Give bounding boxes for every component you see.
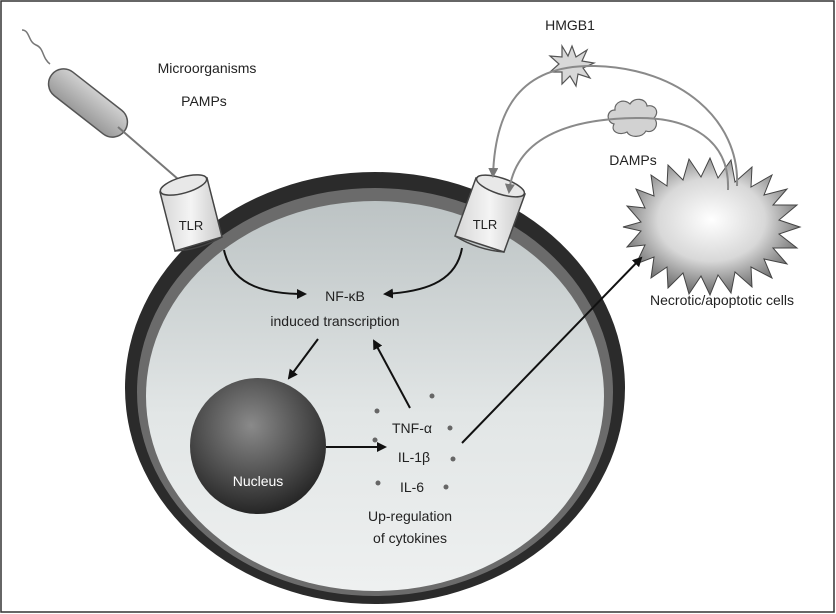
damps-label: DAMPs — [609, 152, 656, 168]
nucleus-label: Nucleus — [233, 473, 284, 489]
tlr-left-receptor — [159, 174, 223, 252]
tlr-right-to-nfkb-arrow — [383, 247, 463, 299]
pamps-label: PAMPs — [181, 93, 227, 109]
damps-arrow — [504, 116, 730, 194]
nfkb-label: NF-κB — [325, 288, 365, 304]
pamp-arrow — [117, 126, 188, 188]
hmgb1-label: HMGB1 — [545, 17, 595, 33]
induced-transcription-label: induced transcription — [270, 313, 399, 329]
tnf-alpha-label: TNF-α — [392, 420, 432, 436]
necrotic-cells-label: Necrotic/apoptotic cells — [650, 292, 794, 308]
tlr-left-label: TLR — [179, 218, 204, 233]
il-6-label: IL-6 — [400, 479, 424, 495]
tlr-right-receptor — [454, 174, 526, 253]
cytokine-particles — [372, 393, 456, 490]
nfkb-to-nucleus-arrow — [287, 338, 319, 380]
il-1-beta-label: IL-1β — [398, 449, 430, 465]
microorganisms-label: Microorganisms — [158, 60, 257, 76]
necrotic-cell-burst-icon — [622, 156, 802, 297]
bacterium-icon — [21, 29, 129, 138]
up-regulation-label: Up-regulation — [368, 508, 452, 524]
hmgb1-arrow — [488, 64, 739, 187]
of-cytokines-label: of cytokines — [373, 530, 447, 546]
hmgb1-icon — [548, 43, 597, 88]
cytokines-to-necrotic-arrow — [461, 256, 643, 444]
nucleus — [190, 378, 326, 514]
tlr-right-label: TLR — [473, 217, 498, 232]
tlr-left-to-nfkb-arrow — [223, 249, 307, 299]
cytokines-to-nfkb-arrow — [373, 339, 411, 409]
